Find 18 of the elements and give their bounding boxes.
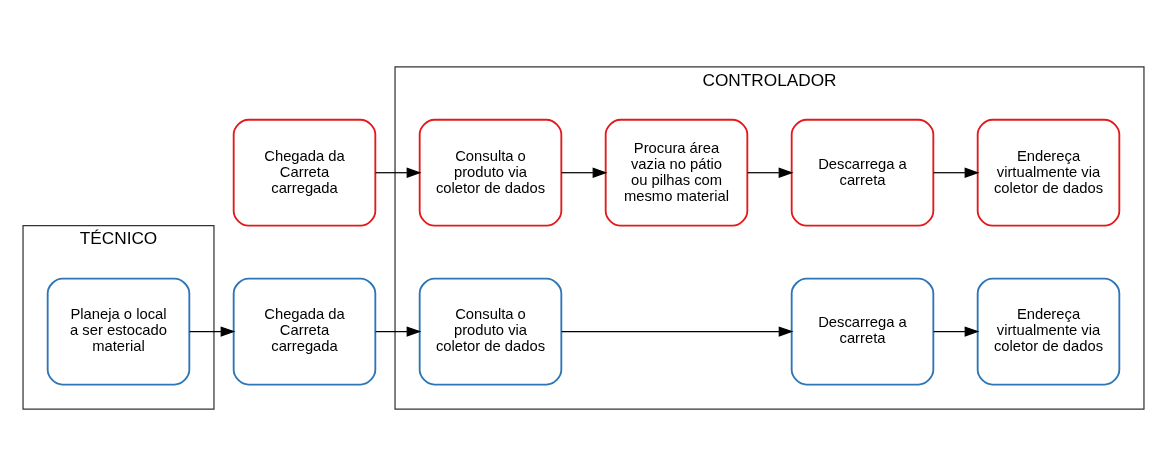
arrow — [375, 167, 422, 178]
node-box: Chegada da Carreta carregada — [232, 277, 377, 385]
node-box: Consulta o produto via coletor de dados — [418, 118, 563, 227]
arrow — [375, 325, 422, 337]
arrow — [189, 325, 236, 337]
arrow — [561, 325, 794, 337]
node-box: Endereça virtualmente via coletor de dados — [976, 118, 1121, 227]
node-box: Planeja o local a ser estocado material — [46, 277, 191, 385]
arrow — [933, 325, 980, 337]
node-box: Descarrega a carreta — [790, 277, 935, 385]
arrow — [561, 167, 608, 178]
node-box: Chegada da Carreta carregada — [232, 118, 377, 227]
node-box: Endereça virtualmente via coletor de dados — [976, 277, 1121, 385]
arrow — [747, 167, 794, 178]
node-box: Consulta o produto via coletor de dados — [418, 277, 563, 385]
node-box: Procura área vazia no pátio ou pilhas com mesmo material — [604, 118, 749, 227]
node-box: Descarrega a carreta — [790, 118, 935, 227]
arrow — [933, 167, 980, 178]
